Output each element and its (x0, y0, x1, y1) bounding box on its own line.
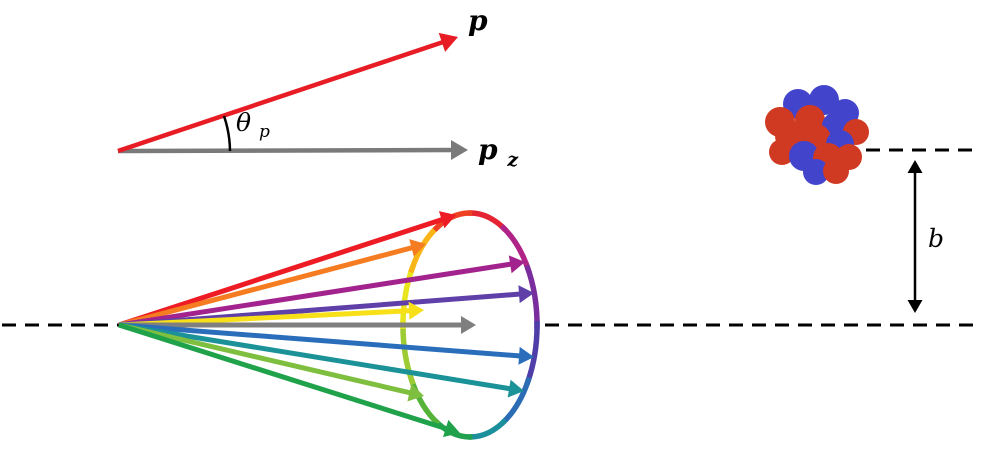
p-label: p (468, 4, 488, 37)
cone-arrow-8-head (407, 383, 424, 402)
pz-label-subscript: z (506, 149, 519, 171)
neutron-circle (803, 159, 829, 185)
cone-arrow-8-shaft (118, 322, 413, 396)
cone-arrow-4-head (408, 301, 424, 320)
cone-rim-segment-5 (467, 418, 508, 440)
momentum-decomposition (117, 32, 468, 160)
theta-p-label: θ p (236, 108, 270, 142)
b-label: b (928, 224, 944, 253)
cone-arrow-2-shaft (118, 261, 514, 328)
theta-label-subscript: p (259, 122, 270, 142)
pz-label-main: p (478, 133, 498, 166)
b-arrow-bottom-head (907, 300, 923, 313)
cone-arrow-3-head (518, 285, 534, 304)
cone-rim-segment-9 (400, 264, 416, 329)
cone-arrow-1-shaft (118, 244, 416, 328)
b-label-text: b (928, 224, 944, 253)
proton-circle (823, 158, 849, 184)
cone-arrow-2-head (508, 255, 525, 274)
cone-arrow-0-head (438, 211, 456, 229)
impact-parameter-arrow (907, 160, 923, 313)
pz-label: p z (478, 133, 519, 171)
theta-label-main: θ (236, 108, 251, 137)
cone-arrow-5-head (461, 316, 476, 334)
proton-circle (769, 139, 795, 165)
cone-arrow-9-shaft (118, 322, 450, 432)
cone-arrow-6-shaft (118, 322, 523, 359)
cone-rim-segment-2 (524, 264, 540, 329)
b-arrow-top-head (907, 160, 923, 173)
pz-arrow-shaft (117, 147, 455, 154)
p-arrow-head (438, 32, 458, 52)
cone-arrow-0-shaft (118, 216, 446, 328)
cone-arrow-7-head (507, 379, 524, 398)
p-arrow-shaft (117, 39, 446, 154)
cone-rim-segment-0 (467, 210, 508, 232)
cone-arrow-9-head (443, 419, 460, 438)
cone-arrow-1-head (409, 239, 426, 257)
nucleus-cluster (765, 85, 869, 185)
cone-rim-segment-3 (524, 321, 540, 386)
theta-angle-arc (222, 115, 232, 152)
cone-arrow-7-shaft (118, 322, 513, 392)
p-label-text: p (468, 4, 488, 37)
pz-arrow-head (451, 140, 468, 160)
momentum-cone (118, 210, 540, 440)
cone-arrow-6-head (518, 346, 534, 365)
